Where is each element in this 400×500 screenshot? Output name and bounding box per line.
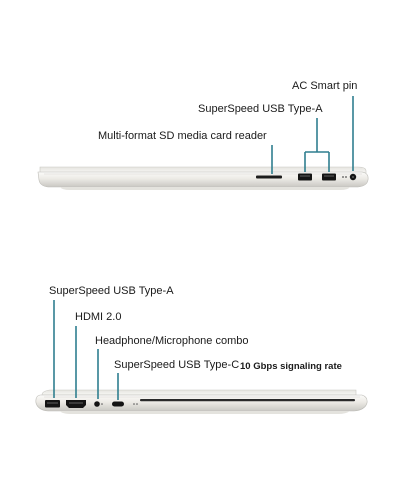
usb-c-port xyxy=(112,401,124,407)
laptop-right-side-view xyxy=(37,96,369,190)
laptop-lid-edge xyxy=(39,166,367,174)
bottom-leader-lines xyxy=(53,300,119,400)
callout-usb-type-a-top: SuperSpeed USB Type-A xyxy=(198,103,323,115)
callout-ac-smart-pin: AC Smart pin xyxy=(292,80,358,92)
audio-combo-jack xyxy=(94,401,100,407)
laptop-lid-edge-left xyxy=(41,389,357,396)
laptop-base-body xyxy=(37,171,369,188)
callout-hdmi: HDMI 2.0 xyxy=(75,311,122,323)
callout-usb-type-a-bottom: SuperSpeed USB Type-A xyxy=(49,285,174,297)
callout-usb-type-c: SuperSpeed USB Type-C xyxy=(114,359,240,371)
laptop-left-side-view xyxy=(35,300,368,414)
callout-usb-type-c-rate: 10 Gbps signaling rate xyxy=(240,361,342,372)
callout-sd-card-reader: Multi-format SD media card reader xyxy=(98,130,267,142)
sd-card-slot xyxy=(256,175,282,179)
callout-audio-combo: Headphone/Microphone combo xyxy=(95,335,249,347)
top-leader-lines xyxy=(271,96,354,174)
